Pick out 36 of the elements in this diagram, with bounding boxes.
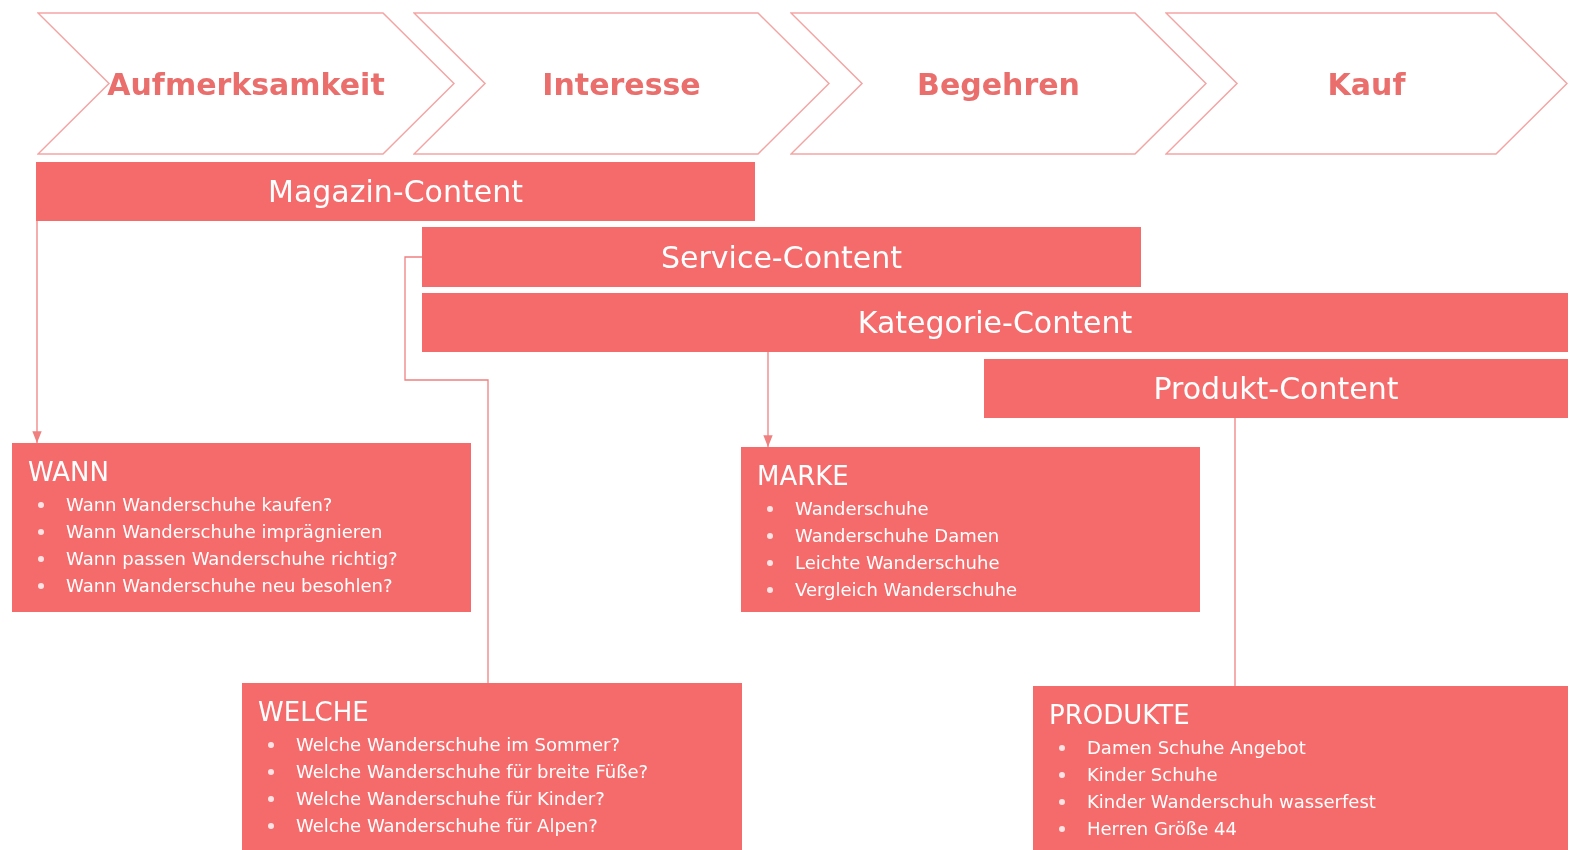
content-bar: Produkt-Content <box>984 359 1568 418</box>
keyword-card <box>242 683 742 850</box>
list-item: Kinder Schuhe <box>1087 763 1218 787</box>
stage-label: Aufmerksamkeit <box>106 66 386 101</box>
keyword-card <box>12 443 471 612</box>
list-item: Wanderschuhe Damen <box>795 524 1000 548</box>
list-item: Wanderschuhe <box>795 497 929 521</box>
list-item: Herren Größe 44 <box>1087 817 1237 841</box>
list-item: Welche Wanderschuhe für breite Füße? <box>296 760 649 784</box>
content-bar: Service-Content <box>422 227 1141 287</box>
list-item: Welche Wanderschuhe für Alpen? <box>296 814 598 838</box>
list-item: Leichte Wanderschuhe <box>795 551 1000 575</box>
keyword-card <box>1033 686 1568 850</box>
arrow <box>763 351 773 448</box>
stage-label: Begehren <box>916 66 1081 101</box>
list-item: Welche Wanderschuhe für Kinder? <box>296 787 605 811</box>
list-item: Wann passen Wanderschuhe richtig? <box>66 547 398 571</box>
content-bar: Kategorie-Content <box>422 293 1568 352</box>
stage-label: Interesse <box>541 66 702 101</box>
connector-line <box>1234 417 1236 687</box>
card-heading: WANN <box>28 457 109 487</box>
connector-line <box>404 256 489 684</box>
card-heading: MARKE <box>757 461 849 491</box>
card-heading: PRODUKTE <box>1049 700 1190 730</box>
list-item: Wann Wanderschuhe neu besohlen? <box>66 574 393 598</box>
arrow <box>32 220 42 444</box>
stage-label: Kauf <box>1326 66 1407 101</box>
list-item: Wann Wanderschuhe kaufen? <box>66 493 333 517</box>
card-heading: WELCHE <box>258 697 369 727</box>
content-bar: Magazin-Content <box>36 162 755 221</box>
list-item: Wann Wanderschuhe imprägnieren <box>66 520 383 544</box>
list-item: Vergleich Wanderschuhe <box>795 578 1018 602</box>
keyword-card <box>741 447 1200 612</box>
list-item: Kinder Wanderschuh wasserfest <box>1087 790 1376 814</box>
list-item: Welche Wanderschuhe im Sommer? <box>296 733 620 757</box>
list-item: Damen Schuhe Angebot <box>1087 736 1306 760</box>
